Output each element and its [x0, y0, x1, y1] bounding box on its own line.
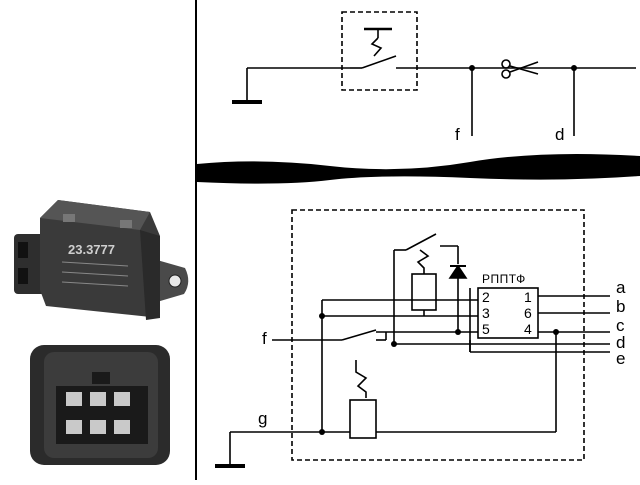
diode-icon: [448, 264, 468, 279]
relay-coil-lower: [349, 399, 377, 439]
scissors-icon: [501, 59, 539, 79]
label-d-top: d: [555, 125, 564, 144]
label-f-top: f: [455, 125, 460, 144]
relay-marking: 23.3777: [68, 242, 115, 257]
output-b: b: [616, 297, 625, 316]
relay-coil-upper: [411, 273, 437, 311]
ic-pin-4: 4: [524, 321, 532, 337]
input-g: g: [258, 409, 267, 428]
wiring-diagram: f d РППТФ 2 3 5 1 6 4 a b c d e f g: [197, 11, 640, 468]
ic-name: РППТФ: [482, 272, 526, 286]
labels: f d РППТФ 2 3 5 1 6 4 a b c d e f g: [258, 125, 626, 428]
top-circuit: [232, 11, 636, 136]
input-f: f: [262, 329, 267, 348]
ic-pin-6: 6: [524, 305, 532, 321]
torn-edge-separator: [197, 154, 640, 184]
relay-circuit: [215, 209, 610, 468]
relay-enclosure: [291, 209, 585, 461]
ic-pin-1: 1: [524, 289, 532, 305]
output-c: c: [616, 316, 625, 335]
relay-photo-side: 23.3777: [14, 200, 189, 320]
ic-pin-3: 3: [482, 305, 490, 321]
output-a: a: [616, 278, 626, 297]
output-e: e: [616, 349, 625, 368]
relay-photo-connector: [30, 345, 170, 465]
relay-photos: 23.3777: [14, 200, 189, 465]
schematic-panel: f d РППТФ 2 3 5 1 6 4 a b c d e f g: [197, 0, 640, 485]
output-d: d: [616, 333, 625, 352]
ic-pin-2: 2: [482, 289, 490, 305]
panel-divider: [195, 0, 197, 480]
ic-pin-5: 5: [482, 321, 490, 337]
switch-enclosure: [341, 11, 418, 91]
photo-panel: 23.3777: [0, 0, 195, 480]
